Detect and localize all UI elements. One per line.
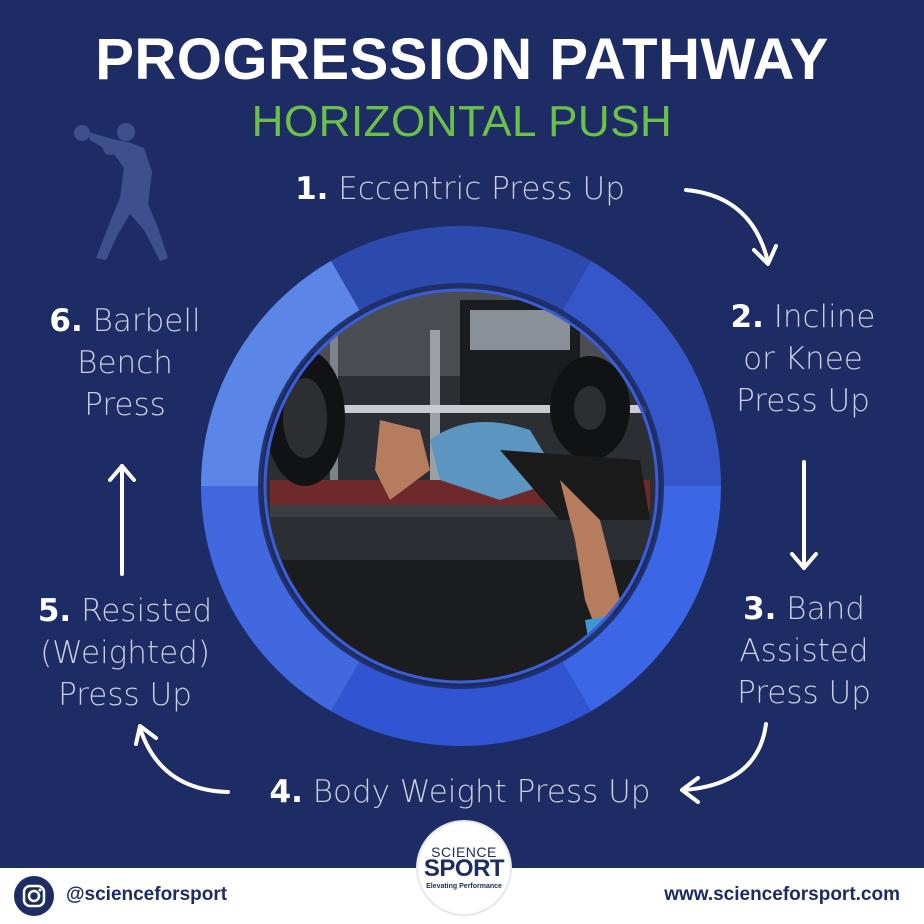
step-label: Band [786,591,865,627]
step-label: or Knee [743,341,863,377]
ring-segment [561,260,721,486]
curved-arrow-icon [680,722,768,804]
up-arrow-icon [108,464,136,576]
step-label: Resisted [81,593,213,629]
step-number: 2. [730,299,764,335]
step-label: Bench [77,345,173,381]
step-number: 5. [37,593,72,629]
step-label: (Weighted) [40,635,210,671]
ring-segment [201,260,361,486]
step-label: Assisted [739,633,869,669]
step-band-assisted-press-up: 3. Band Assisted Press Up [712,588,896,714]
step-incline-or-knee-press-up: 2. Incline or Knee Press Up [708,296,898,422]
step-number: 4. [269,774,303,810]
step-body-weight-press-up: 4. Body Weight Press Up [230,771,690,813]
step-eccentric-press-up: 1. Eccentric Press Up [260,168,660,210]
logo-main-text: SPORT [423,855,505,882]
ring-segment [331,226,591,313]
curved-arrow-icon [134,724,230,794]
ring-segment [561,486,721,712]
logo-tagline: Elevating Performance [426,883,502,890]
step-label: Eccentric Press Up [338,171,625,207]
step-barbell-bench-press: 6. Barbell Bench Press [30,300,220,426]
step-label: Press Up [737,675,871,711]
down-arrow-icon [790,460,818,570]
ring-segment [201,486,361,712]
science-for-sport-logo: SCIENCE SPORT Elevating Performance [418,822,510,914]
step-label: Body Weight Press Up [312,774,651,810]
step-label: Press [84,387,166,423]
instagram-icon[interactable] [14,876,54,916]
instagram-handle-link[interactable]: @scienceforsport [66,884,228,905]
step-resisted-weighted-press-up: 5. Resisted (Weighted) Press Up [30,590,220,716]
step-label: Press Up [58,677,192,713]
boxer-silhouette-icon [74,123,168,261]
ring-segment [331,659,591,746]
step-label: Barbell [92,303,201,339]
page-title: PROGRESSION PATHWAY [95,27,829,92]
step-label: Incline [773,299,876,335]
ring-segments [201,226,721,746]
website-link[interactable]: www.scienceforsport.com [664,884,900,905]
step-number: 6. [49,303,83,339]
step-label: Press Up [736,383,870,419]
step-number: 1. [295,171,329,207]
step-number: 3. [743,591,777,627]
page-subtitle: HORIZONTAL PUSH [251,97,673,146]
curved-arrow-icon [684,188,778,266]
logo-top-text: SCIENCE [431,844,497,860]
